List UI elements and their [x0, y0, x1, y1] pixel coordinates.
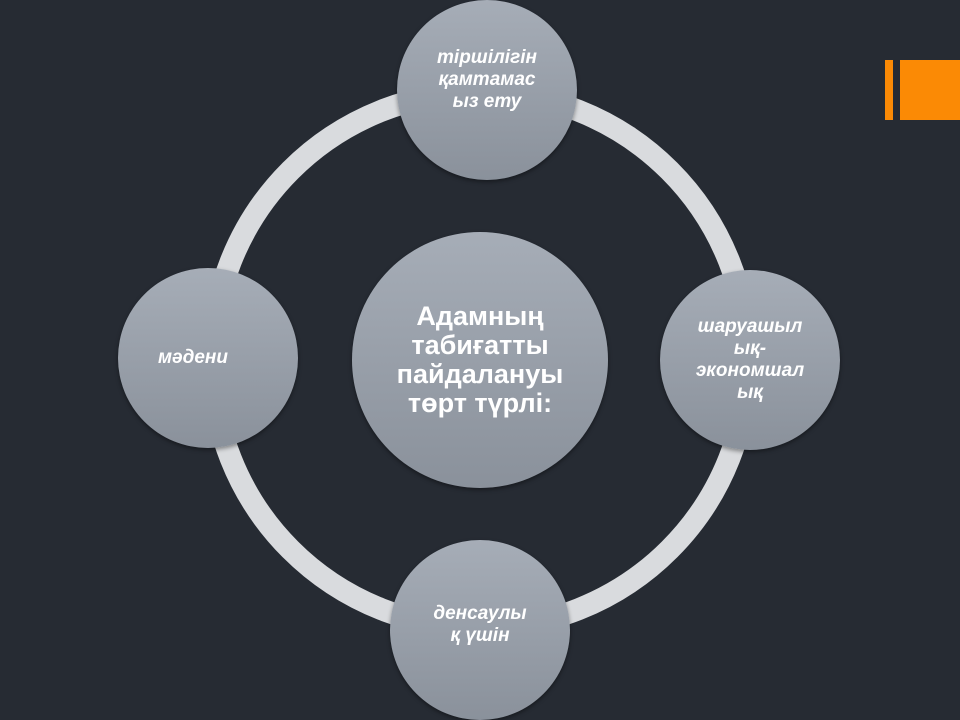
center-node: Адамның табиғатты пайдалануы төрт түрлі:: [352, 232, 608, 488]
node-right-label: шаруашыл ық-экономшал ық: [695, 316, 805, 403]
node-top-label: тіршілігін қамтамас ыз ету: [437, 47, 537, 112]
node-left: мәдени: [118, 268, 298, 448]
accent-bar-block: [900, 60, 960, 120]
node-bottom-label: денсаулы қ үшін: [433, 603, 527, 646]
center-node-label: Адамның табиғатты пайдалануы төрт түрлі:: [396, 301, 564, 418]
node-bottom: денсаулы қ үшін: [390, 540, 570, 720]
node-left-label: мәдени: [157, 347, 229, 368]
accent-bar-thin: [885, 60, 893, 120]
node-top: тіршілігін қамтамас ыз ету: [397, 0, 577, 180]
node-right: шаруашыл ық-экономшал ық: [660, 270, 840, 450]
